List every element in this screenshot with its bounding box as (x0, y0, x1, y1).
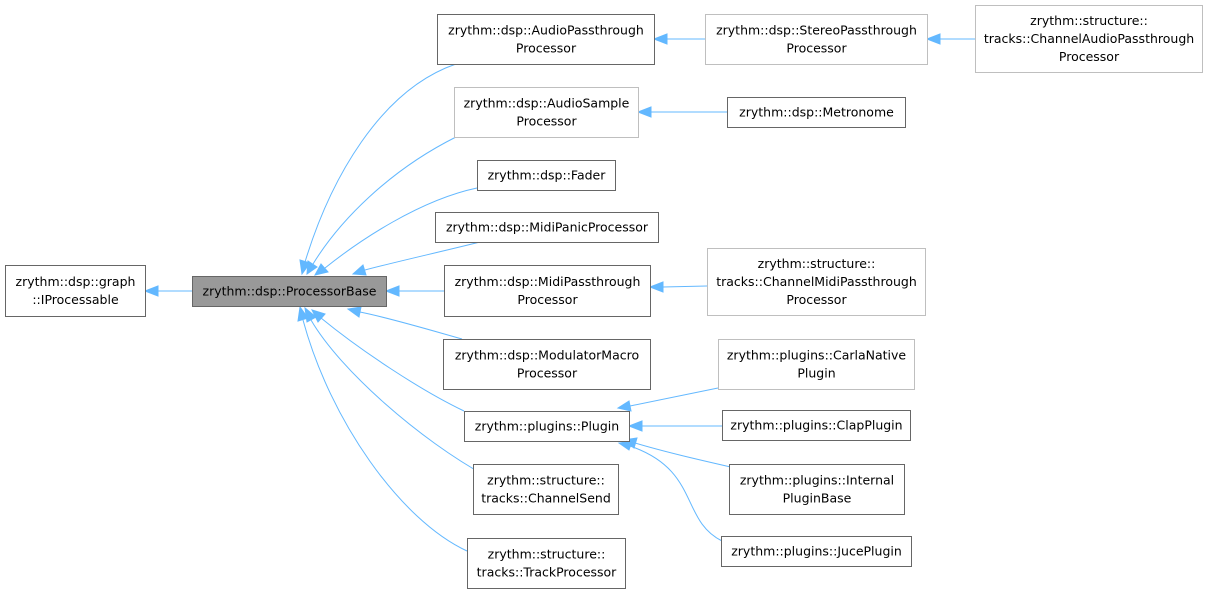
node-label: zrythm::dsp::ModulatorMacro (455, 348, 639, 363)
class-node-plugin[interactable]: zrythm::plugins::Plugin (464, 411, 630, 442)
node-label: zrythm::structure:: (1030, 13, 1148, 28)
node-label: zrythm::dsp::graph (16, 274, 136, 289)
inheritance-arrow (297, 305, 468, 552)
node-box (477, 160, 616, 191)
inheritance-arrow (616, 387, 719, 412)
class-node-juce-plugin[interactable]: zrythm::plugins::JucePlugin (721, 536, 912, 567)
class-node-channel-midi-passthrough[interactable]: zrythm::structure::tracks::ChannelMidiPa… (707, 248, 926, 316)
node-box (464, 411, 630, 442)
inheritance-arrow (384, 285, 444, 297)
node-label: zrythm::plugins::Plugin (475, 419, 619, 434)
node-box (5, 265, 146, 317)
node-label: PluginBase (783, 491, 852, 506)
node-label: tracks::ChannelAudioPassthrough (984, 31, 1194, 46)
inheritance-arrow (143, 285, 192, 297)
node-label: zrythm::dsp::AudioSample (464, 96, 630, 111)
inheritance-arrow (652, 33, 705, 45)
inheritance-arrow (622, 437, 736, 469)
nodes: zrythm::dsp::graph::IProcessablezrythm::… (5, 5, 1203, 589)
node-box (437, 14, 655, 65)
node-label: zrythm::structure:: (758, 256, 876, 271)
node-box (435, 212, 659, 243)
node-label: tracks::TrackProcessor (477, 565, 618, 580)
node-box (727, 97, 906, 128)
node-label: zrythm::plugins::ClapPlugin (730, 418, 902, 433)
node-label: Processor (517, 366, 578, 381)
node-box (718, 339, 915, 390)
node-label: zrythm::dsp::ProcessorBase (203, 284, 377, 299)
node-label: zrythm::structure:: (488, 547, 606, 562)
class-node-fader[interactable]: zrythm::dsp::Fader (477, 160, 616, 191)
node-box (707, 248, 926, 316)
node-label: tracks::ChannelSend (481, 491, 611, 506)
inheritance-arrow (304, 306, 487, 477)
node-box (454, 87, 639, 138)
inheritance-arrow (617, 440, 723, 542)
inheritance-arrow (925, 33, 975, 45)
node-box (729, 464, 905, 515)
node-label: zrythm::plugins::Internal (740, 473, 894, 488)
class-node-channel-send[interactable]: zrythm::structure::tracks::ChannelSend (473, 464, 619, 515)
node-label: zrythm::dsp::MidiPanicProcessor (446, 220, 649, 235)
inheritance-arrow (648, 281, 708, 293)
inheritance-arrow (346, 306, 463, 340)
node-label: zrythm::structure:: (487, 473, 605, 488)
node-label: Processor (517, 292, 578, 307)
node-label: zrythm::plugins::CarlaNative (727, 348, 907, 363)
class-node-midi-panic[interactable]: zrythm::dsp::MidiPanicProcessor (435, 212, 659, 243)
class-node-clap-plugin[interactable]: zrythm::plugins::ClapPlugin (722, 410, 911, 441)
class-node-track-processor[interactable]: zrythm::structure::tracks::TrackProcesso… (467, 538, 626, 589)
inheritance-arrow (306, 136, 457, 276)
node-label: zrythm::dsp::Fader (488, 168, 607, 183)
node-label: ::IProcessable (32, 292, 119, 307)
node-label: Processor (1059, 49, 1120, 64)
node-label: Processor (516, 41, 577, 56)
class-node-processor-base: zrythm::dsp::ProcessorBase (192, 276, 387, 307)
inheritance-arrow (636, 106, 727, 118)
node-label: Processor (516, 114, 577, 129)
node-box (467, 538, 626, 589)
node-label: zrythm::dsp::Metronome (739, 105, 894, 120)
node-box (705, 14, 928, 65)
node-label: Plugin (797, 366, 835, 381)
node-box (975, 5, 1203, 73)
node-label: tracks::ChannelMidiPassthrough (716, 274, 917, 289)
inheritance-arrow (299, 63, 457, 276)
class-node-iprocessable[interactable]: zrythm::dsp::graph::IProcessable (5, 265, 146, 317)
node-label: zrythm::dsp::AudioPassthrough (448, 23, 644, 38)
node-box (473, 464, 619, 515)
node-box (722, 410, 911, 441)
edges (143, 33, 975, 552)
node-label: Processor (786, 41, 847, 56)
node-box (444, 265, 651, 317)
node-box (721, 536, 912, 567)
node-label: zrythm::plugins::JucePlugin (731, 544, 902, 559)
node-label: zrythm::dsp::StereoPassthrough (716, 23, 917, 38)
inheritance-arrow (311, 309, 465, 412)
inheritance-arrow (314, 187, 478, 276)
class-node-metronome[interactable]: zrythm::dsp::Metronome (727, 97, 906, 128)
node-label: Processor (786, 292, 847, 307)
inheritance-arrow (627, 420, 722, 432)
node-box (443, 339, 651, 390)
class-node-channel-audio-passthrough[interactable]: zrythm::structure::tracks::ChannelAudioP… (975, 5, 1203, 73)
node-label: zrythm::dsp::MidiPassthrough (455, 274, 641, 289)
inheritance-arrow (351, 241, 481, 276)
node-box (192, 276, 387, 307)
